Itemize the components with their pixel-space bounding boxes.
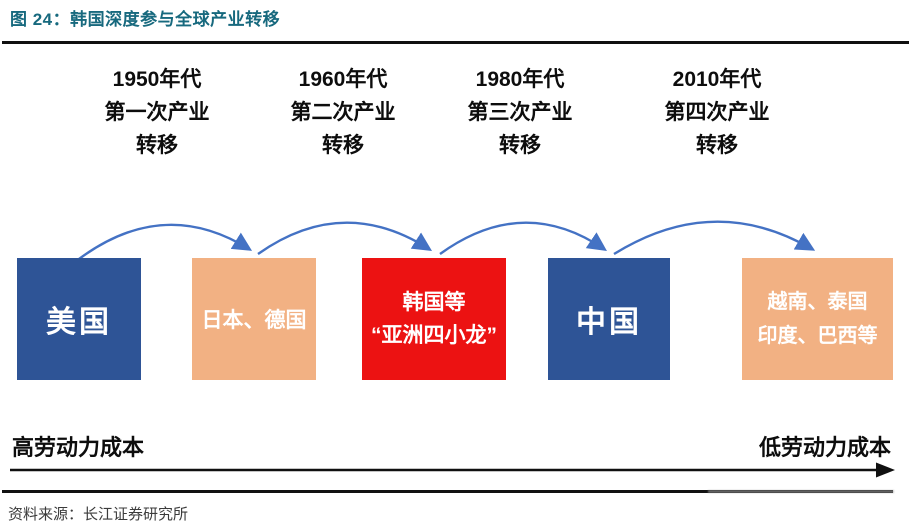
timeline-label-1980s: 1980年代 第三次产业 转移: [430, 63, 610, 162]
box-label: 日本、德国: [201, 309, 307, 332]
source-note: 资料来源：长江证券研究所: [8, 506, 189, 523]
transfer-text: 转移: [696, 134, 738, 157]
transfer-text: 转移: [136, 134, 178, 157]
era-text: 1980年代: [475, 68, 565, 91]
title-divider-line: [2, 41, 909, 44]
box-label-line2: 印度、巴西等: [757, 325, 878, 347]
transfer-arrow-2: [257, 221, 433, 255]
box-label: 中国: [576, 306, 642, 339]
print-artifact-smudge: [708, 490, 894, 493]
box-label-line1: 越南、泰国: [767, 291, 868, 313]
box-japan-germany: 日本、德国: [192, 258, 316, 380]
box-label: 美国: [46, 306, 112, 339]
footer-divider-line: [2, 490, 893, 493]
era-text: 1950年代: [112, 68, 202, 91]
wave-text: 第一次产业: [104, 101, 210, 124]
era-text: 2010年代: [672, 68, 762, 91]
timeline-label-1950s: 1950年代 第一次产业 转移: [67, 63, 247, 162]
timeline-label-2010s: 2010年代 第四次产业 转移: [627, 63, 807, 162]
axis-label-low-labor-cost: 低劳动力成本: [758, 435, 891, 460]
timeline-label-1960s: 1960年代 第二次产业 转移: [253, 63, 433, 162]
transfer-text: 转移: [322, 134, 364, 157]
box-label-line1: 韩国等: [402, 291, 466, 314]
era-text: 1960年代: [298, 68, 388, 91]
box-korea-four-dragons: 韩国等 “亚洲四小龙”: [362, 258, 506, 380]
box-usa: 美国: [17, 258, 141, 380]
box-emerging-countries: 越南、泰国 印度、巴西等: [742, 258, 893, 380]
box-china: 中国: [548, 258, 670, 380]
wave-text: 第四次产业: [664, 101, 770, 124]
transfer-arrow-1: [78, 223, 253, 260]
transfer-text: 转移: [499, 134, 541, 157]
axis-label-high-labor-cost: 高劳动力成本: [12, 435, 145, 460]
transfer-arrow-4: [613, 220, 816, 256]
wave-text: 第三次产业: [467, 101, 573, 124]
transfer-arcs: [78, 220, 816, 260]
wave-text: 第二次产业: [290, 101, 396, 124]
box-label-line2: “亚洲四小龙”: [371, 324, 497, 347]
labor-cost-axis-arrow: [10, 462, 895, 478]
figure-title: 图 24：韩国深度参与全球产业转移: [10, 10, 281, 29]
transfer-arrow-3: [439, 221, 607, 255]
axis-arrowhead: [876, 462, 895, 478]
